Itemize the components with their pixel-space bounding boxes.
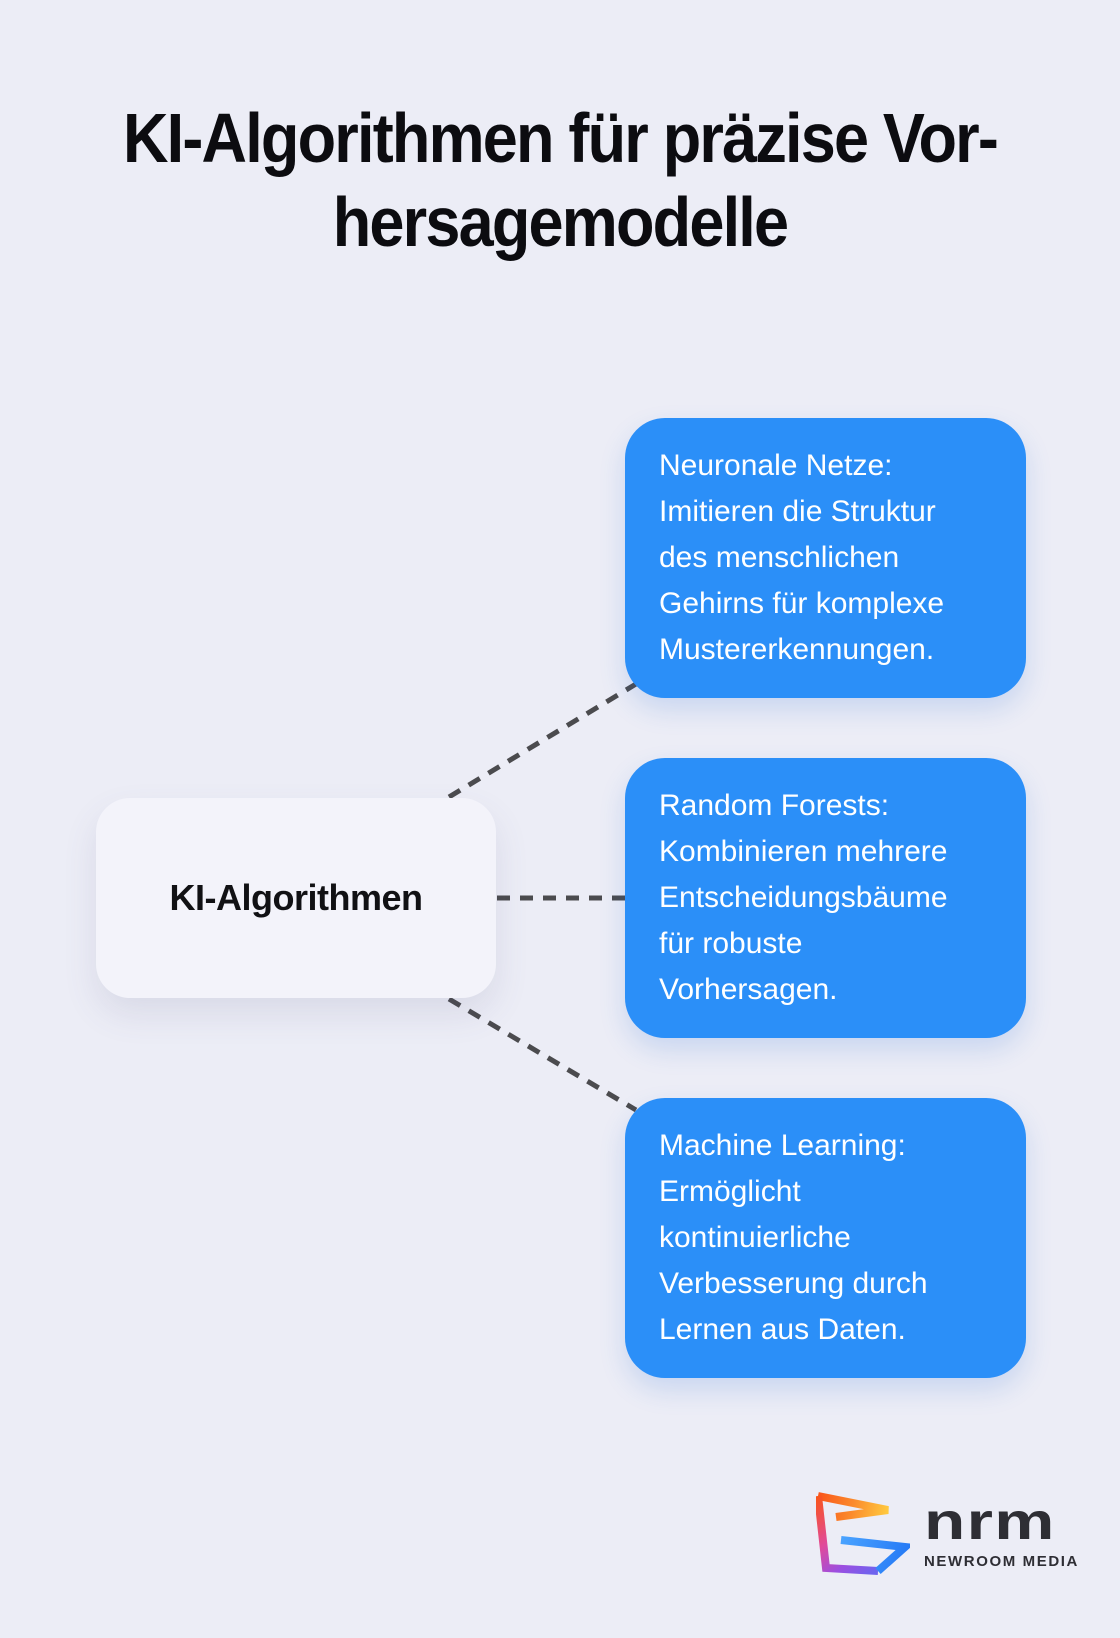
branch-box-neuronale-netze: Neuronale Netze: Imitieren die Struktur … [625, 418, 1026, 698]
branch-box-random-forests: Random Forests: Kombinieren mehrere Ents… [625, 758, 1026, 1038]
branch-box-machine-learning: Machine Learning: Ermöglicht kontinuierl… [625, 1098, 1026, 1378]
branch-text: Neuronale Netze: Imitieren die Struktur … [659, 449, 945, 666]
logo-text-block: nrm NEWROOM MEDIA [924, 1496, 1079, 1570]
branch-text: Random Forests: Kombinieren mehrere Ents… [659, 789, 948, 1006]
logo-full-name: NEWROOM MEDIA [924, 1553, 1079, 1570]
root-node: KI-Algorithmen [96, 798, 496, 998]
brand-logo: nrm NEWROOM MEDIA [816, 1492, 1079, 1576]
branch-text: Machine Learning: Ermöglicht kontinuierl… [659, 1129, 928, 1346]
connector-line-top [447, 681, 638, 800]
connector-line-bottom [447, 996, 638, 1113]
root-node-label: KI-Algorithmen [169, 877, 423, 918]
logo-short-name: nrm [924, 1493, 1056, 1551]
nrm-logo-mark-icon [816, 1492, 910, 1575]
page-title: KI-Algorithmen für präzise Vor- hersagem… [122, 99, 999, 261]
